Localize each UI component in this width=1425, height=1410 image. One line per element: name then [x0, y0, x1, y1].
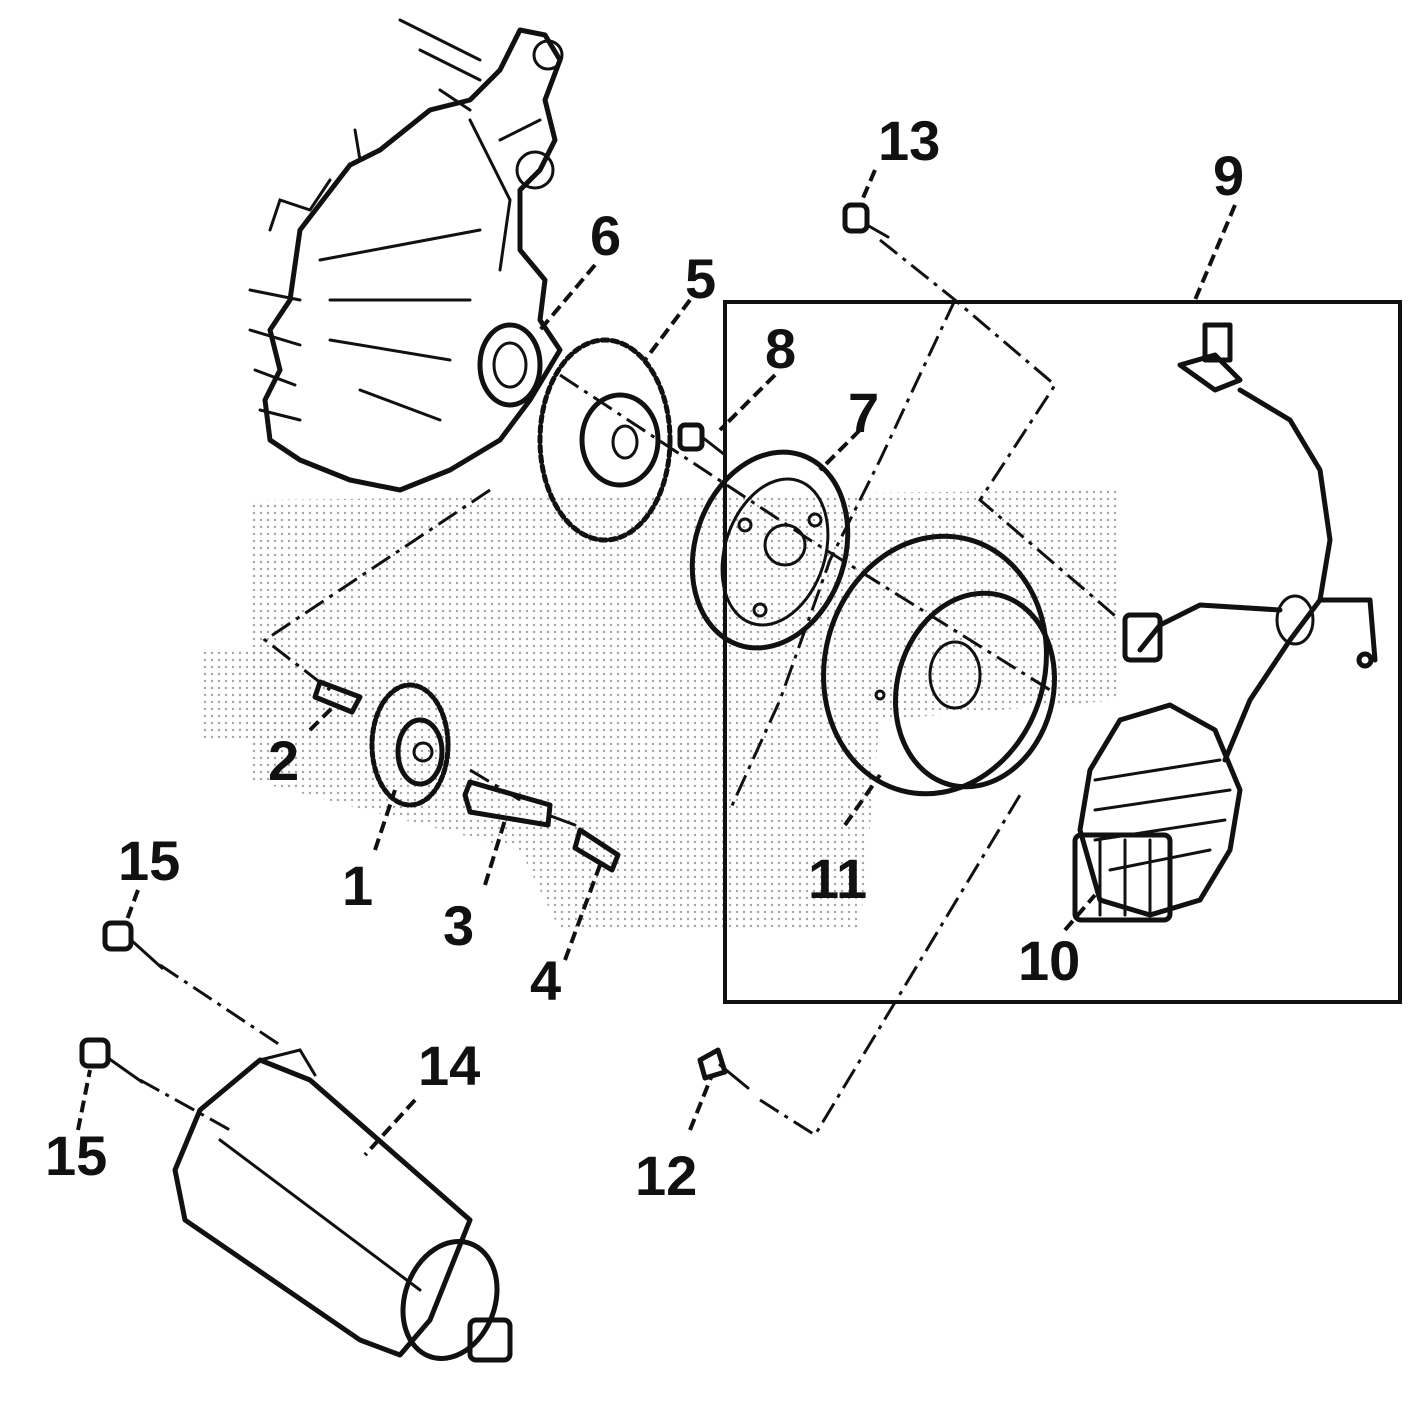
callout-14: 14 — [418, 1034, 480, 1097]
stipple-shading — [200, 490, 1120, 930]
stator-assembly-part-10 — [1072, 702, 1243, 923]
callout-10: 10 — [1018, 929, 1080, 992]
shaft-part-3 — [462, 779, 577, 828]
callout-8: 8 — [765, 317, 796, 380]
callout-11: 11 — [808, 847, 867, 910]
idler-gear-part-1 — [369, 682, 451, 808]
bolt-part-12 — [697, 1047, 750, 1090]
callout-12: 12 — [635, 1144, 697, 1207]
pin-part-2 — [312, 679, 363, 715]
callout-15-lower: 15 — [45, 1124, 107, 1187]
bolt-part-15-lower — [79, 1037, 144, 1084]
callout-7: 7 — [848, 381, 879, 444]
wiring-harness-part-9 — [1122, 322, 1378, 763]
bolt-part-4 — [572, 827, 621, 873]
callout-2: 2 — [268, 729, 299, 792]
bearing-part-6 — [477, 322, 543, 408]
starter-gear-part-5 — [537, 337, 673, 543]
callout-5: 5 — [685, 247, 716, 310]
bolt-part-13 — [842, 202, 890, 239]
bolt-part-15-upper — [102, 920, 164, 970]
assembly-centerlines — [139, 238, 1121, 1138]
bolt-part-8 — [677, 422, 727, 457]
stator-group-box — [723, 300, 1402, 1004]
callout-6: 6 — [590, 204, 621, 267]
engine-crankcase — [248, 18, 564, 493]
callout-9: 9 — [1213, 144, 1244, 207]
callout-13: 13 — [878, 109, 940, 172]
leader-lines — [76, 169, 1237, 1157]
callout-15-upper: 15 — [118, 829, 180, 892]
callout-labels: 1 2 3 4 5 6 7 8 9 10 11 12 13 14 15 15 — [45, 109, 1244, 1207]
callout-4: 4 — [530, 949, 561, 1012]
rotor-part-11 — [821, 533, 1057, 797]
callout-1: 1 — [342, 854, 373, 917]
starter-motor-part-14 — [172, 1048, 513, 1363]
callout-3: 3 — [443, 894, 474, 957]
